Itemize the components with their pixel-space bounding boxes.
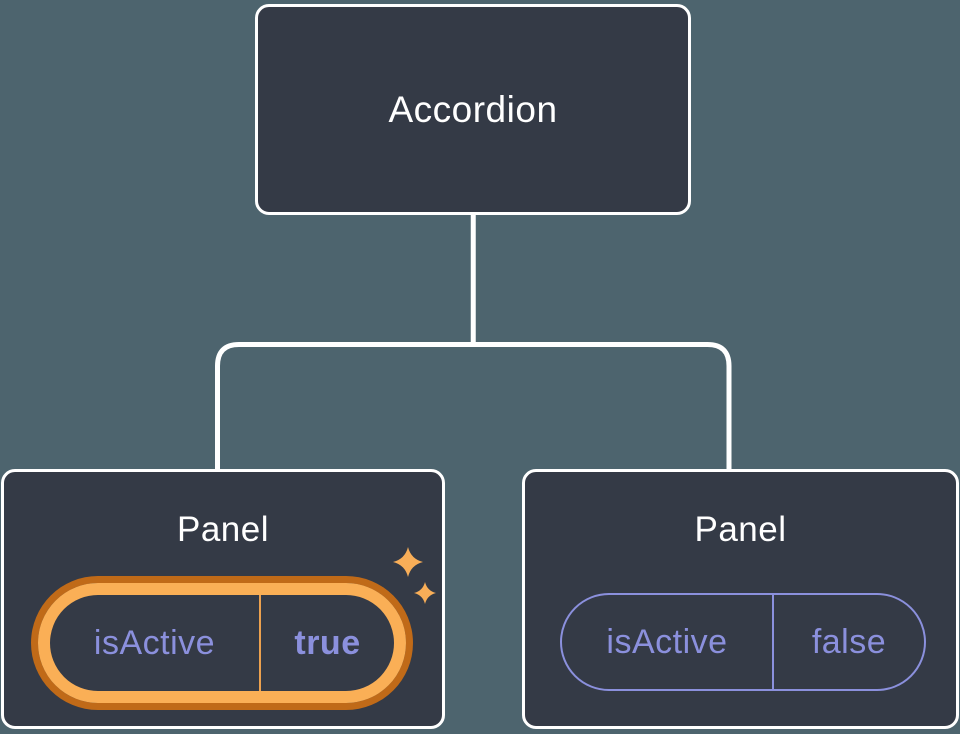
branch-connector-line: [215, 342, 732, 474]
panel-node-title: Panel: [176, 510, 270, 549]
prop-pill-active: isActive true: [38, 583, 406, 703]
prop-name-cell: isActive: [93, 623, 216, 662]
prop-pill-divider: [259, 595, 261, 691]
panel-node-title: Panel: [694, 510, 787, 549]
accordion-node: Accordion: [255, 4, 691, 215]
prop-pill-inactive: isActive false: [560, 593, 926, 691]
sparkle-icon: [393, 547, 436, 604]
prop-name-cell: isActive: [606, 622, 728, 661]
prop-value-cell: true: [294, 623, 361, 662]
panel-node-inactive: Panel isActive false: [522, 469, 959, 729]
panel-node-active: Panel isActive true: [1, 469, 445, 729]
prop-value-cell: false: [811, 622, 887, 661]
accordion-node-label: Accordion: [388, 88, 558, 130]
prop-pill-divider: [772, 595, 774, 689]
